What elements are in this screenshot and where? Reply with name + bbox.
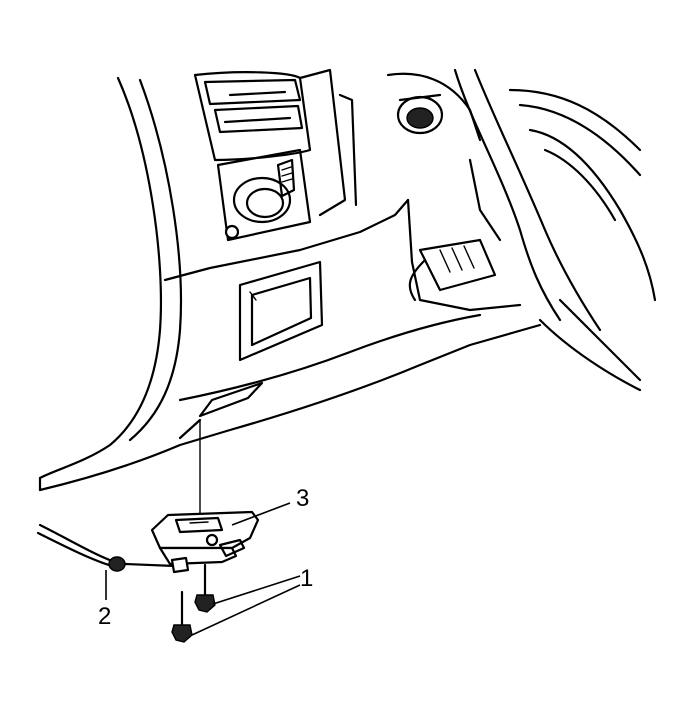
callout-2: 2 [98, 603, 111, 630]
callout-leaders [105, 502, 301, 636]
hood-release-cable [36, 523, 190, 574]
steering-column [386, 68, 657, 392]
instrument-panel-lower-trim [38, 76, 542, 492]
callout-3: 3 [296, 485, 309, 512]
center-console [193, 68, 358, 242]
hood-release-handle [150, 510, 260, 566]
mounting-screw-1 [171, 590, 193, 643]
mounting-screw-2 [194, 563, 216, 613]
callout-1: 1 [300, 565, 313, 592]
